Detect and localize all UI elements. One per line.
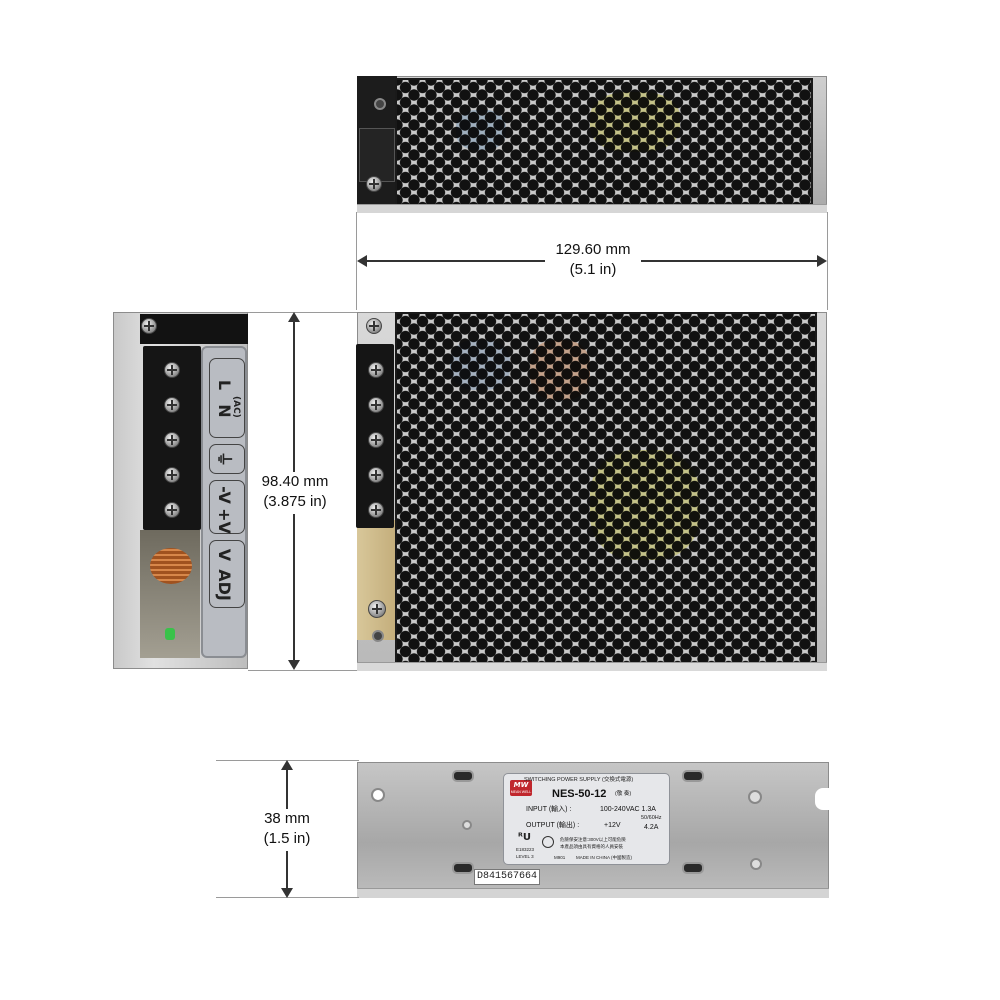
nameplate-output-label: OUTPUT (輸出) : [526,822,580,829]
front-view-blue-component [450,340,510,390]
top-view-screw [366,176,382,192]
front-view-terminal-screw-5 [368,502,384,518]
width-dimension-label: 129.60 mm (5.1 in) [545,240,641,282]
top-view-yellow-capacitor [590,92,680,152]
nameplate-model: NES-50-12 [552,788,607,800]
width-extension-line-right [827,212,828,310]
terminal-cell-ground [209,444,245,474]
terminal-label-adj: ADJ [215,569,234,601]
bottom-view-hole-left [371,788,385,802]
ground-icon: ⏚ [215,450,234,467]
side-view-terminal-screw-2 [164,397,180,413]
nameplate-warning-1: 危險保安注意:300V以上可能危險 [560,837,626,842]
serial-number-label: D841567664 [474,869,540,885]
bottom-view-rivet-2 [748,790,762,804]
ul-recognized-icon: ᴿU [518,832,531,843]
bottom-view-slot-1 [452,770,474,782]
mw-icon: MW [513,781,529,789]
nameplate-cert-code: E183223 [516,847,535,852]
front-view-terminal-screw-3 [368,432,384,448]
front-view-bottom-rail [357,662,827,671]
mean-well-logo-text: MEAN WELL [510,790,532,794]
nameplate-header: SWITCHING POWER SUPPLY (交換式電源) [524,777,634,783]
ccc-mark-icon [542,836,554,848]
depth-dimension-label: 38 mm (1.5 in) [254,809,320,851]
terminal-cell-adj [209,540,245,608]
bottom-view-slot-2 [682,770,704,782]
width-arrow-right [817,255,827,267]
side-view-screw-top [141,318,157,334]
terminal-cell-ac [209,358,245,438]
terminal-label-plus-v: +V [215,508,234,534]
nameplate-made-in: MADE IN CHINA (中國製造) [576,855,633,860]
depth-mm-text: 38 mm [264,810,310,827]
nameplate-output-value: +12V [604,822,621,829]
nameplate-model-suffix: (敬 奏) [615,791,632,797]
nameplate-input-freq: 50/60Hz [641,815,662,821]
front-view-terminal-screw-4 [368,467,384,483]
bottom-view-notch [815,788,831,810]
bottom-view-slot-3 [452,862,474,874]
front-view-adjust-pot [368,600,386,618]
nameplate-level: LEVEL 3 [516,854,534,859]
front-view-yellow-capacitor [590,450,700,560]
nameplate-output-current: 4.2A [644,824,659,831]
nameplate-warning-2: 本產品須由具有資格的人員安裝 [560,844,623,849]
front-view-orange-component [530,340,590,400]
height-in-text: (3.875 in) [263,493,327,510]
top-view-flange-hole [374,98,386,110]
width-arrow-left [357,255,367,267]
front-view-terminal-screw-2 [368,397,384,413]
front-view-terminal-screw-1 [368,362,384,378]
side-view-inductor-coil [150,548,192,584]
front-view-pcb-edge [357,520,397,640]
width-in-text: (5.1 in) [569,261,617,278]
mean-well-logo: MEAN WELL MW [510,780,532,796]
front-view-flange-hole [372,630,384,642]
depth-in-text: (1.5 in) [263,830,311,847]
side-view-terminal-screw-1 [164,362,180,378]
top-view-bottom-rail [357,204,827,213]
nameplate-origin-code: M901 [554,855,566,860]
bottom-view-slot-4 [682,862,704,874]
nameplate: MEAN WELL MW SWITCHING POWER SUPPLY (交換式… [503,773,670,865]
side-view-terminal-screw-3 [164,432,180,448]
front-view-screw-top [366,318,382,334]
bottom-view-bottom-rail [357,888,829,898]
width-mm-text: 129.60 mm [555,241,631,258]
height-arrow-bottom [288,660,300,670]
side-view-terminal-screw-5 [164,502,180,518]
nameplate-input-label: INPUT (輸入) : [526,806,572,813]
terminal-label-panel: L N (AC) ⏚ -V +V V ADJ [201,346,247,658]
height-mm-text: 98.40 mm [261,473,329,490]
side-view-led [165,628,175,640]
terminal-cell-dc [209,480,245,534]
height-arrow-top [288,312,300,322]
height-extension-line-top [248,312,358,313]
terminal-label-ac: (AC) [231,396,241,418]
depth-arrow-top [281,760,293,770]
top-view-terminal-block [359,128,395,182]
bottom-view-rivet-3 [750,858,762,870]
height-dimension-label: 98.40 mm (3.875 in) [254,472,336,514]
bottom-view-rivet-1 [462,820,472,830]
top-view-blue-component [456,110,506,150]
side-view-top-cap [140,314,248,344]
height-extension-line-bottom [248,670,358,671]
side-view-terminal-screw-4 [164,467,180,483]
width-extension-line-left [356,212,357,310]
nameplate-input-value: 100-240VAC 1.3A [600,806,656,813]
depth-arrow-bottom [281,888,293,898]
